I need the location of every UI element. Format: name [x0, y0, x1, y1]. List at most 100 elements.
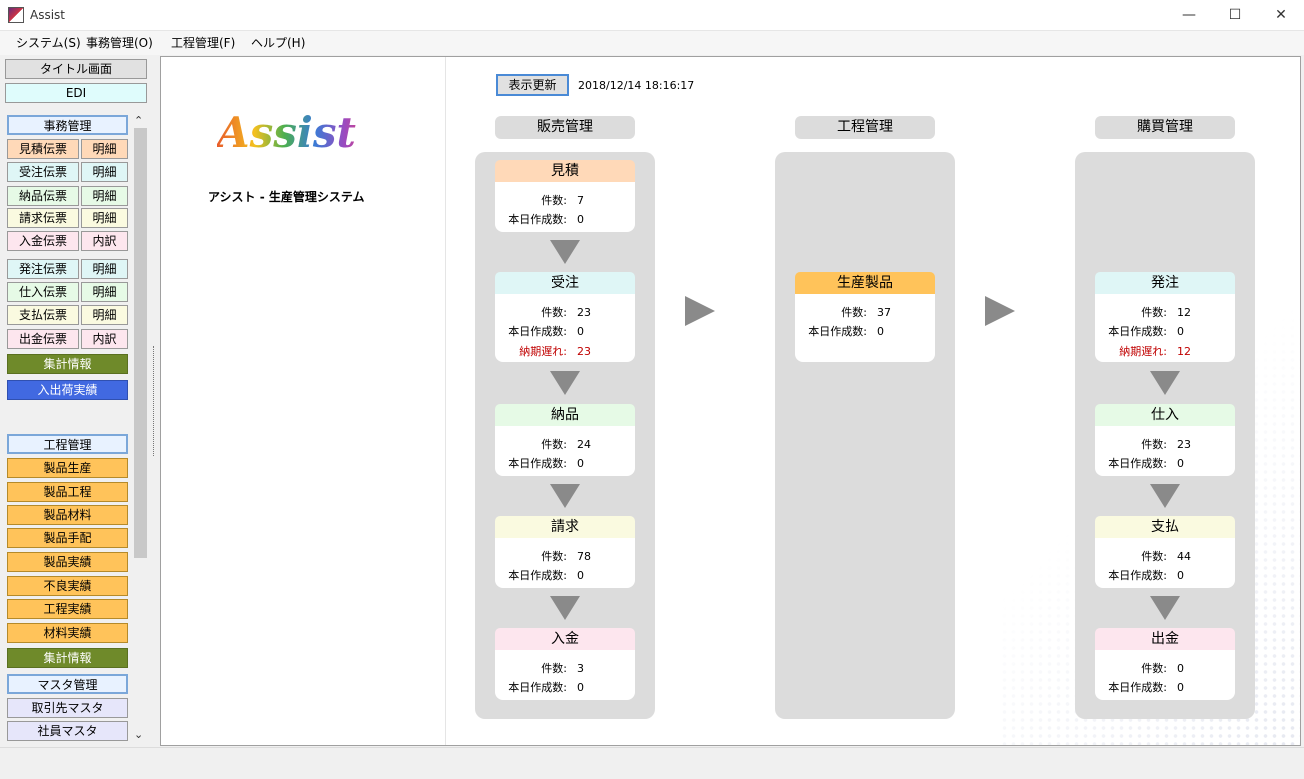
- order-slip-button[interactable]: 受注伝票: [7, 162, 79, 182]
- count-label: 件数:: [841, 306, 867, 319]
- splitter-handle[interactable]: [150, 56, 158, 746]
- order-today: 0: [577, 325, 584, 338]
- order-card-title[interactable]: 受注: [495, 272, 635, 294]
- title-bar: [0, 0, 1304, 31]
- employee-master-button[interactable]: 社員マスタ: [7, 721, 128, 741]
- maximize-button[interactable]: ☐: [1228, 7, 1242, 23]
- panel-divider: [445, 57, 446, 745]
- receipt-card-title[interactable]: 入金: [495, 628, 635, 650]
- inout-results-button[interactable]: 入出荷実績: [7, 380, 128, 400]
- stocking-count: 23: [1177, 438, 1191, 451]
- stocking-slip-button[interactable]: 仕入伝票: [7, 282, 79, 302]
- disbursement-slip-button[interactable]: 出金伝票: [7, 329, 79, 349]
- receipt-breakdown-button[interactable]: 内訳: [81, 231, 128, 251]
- left-scrollbar-thumb[interactable]: [134, 128, 147, 558]
- late-label: 納期遅れ:: [519, 345, 567, 358]
- estimate-card-title[interactable]: 見積: [495, 160, 635, 182]
- process-header[interactable]: 工程管理: [7, 434, 128, 454]
- scroll-down-icon[interactable]: ⌄: [134, 728, 144, 741]
- order-detail-button[interactable]: 明細: [81, 162, 128, 182]
- title-screen-button[interactable]: タイトル画面: [5, 59, 147, 79]
- delivery-detail-button[interactable]: 明細: [81, 186, 128, 206]
- today-label: 本日作成数:: [508, 325, 567, 338]
- payment-card-title[interactable]: 支払: [1095, 516, 1235, 538]
- invoice-card-title[interactable]: 請求: [495, 516, 635, 538]
- delivery-slip-button[interactable]: 納品伝票: [7, 186, 79, 206]
- purchase-order-late: 12: [1177, 345, 1191, 358]
- estimate-slip-button[interactable]: 見積伝票: [7, 139, 79, 159]
- production-today: 0: [877, 325, 884, 338]
- menu-bar: [0, 31, 1304, 55]
- flow-arrow-right-icon: [985, 296, 1015, 326]
- receipt-card[interactable]: 件数: 3 本日作成数: 0: [495, 650, 635, 700]
- production-card[interactable]: 件数: 37 本日作成数: 0: [795, 294, 935, 362]
- invoice-today: 0: [577, 569, 584, 582]
- menu-help[interactable]: ヘルプ(H): [251, 36, 306, 50]
- app-icon: [8, 7, 24, 23]
- estimate-today: 0: [577, 213, 584, 226]
- stocking-card-title[interactable]: 仕入: [1095, 404, 1235, 426]
- minimize-button[interactable]: —: [1182, 7, 1196, 23]
- master-header[interactable]: マスタ管理: [7, 674, 128, 694]
- disbursement-count: 0: [1177, 662, 1184, 675]
- defect-results-button[interactable]: 不良実績: [7, 576, 128, 596]
- estimate-card[interactable]: 件数:7 本日作成数:0: [495, 182, 635, 232]
- payment-slip-button[interactable]: 支払伝票: [7, 305, 79, 325]
- invoice-detail-button[interactable]: 明細: [81, 208, 128, 228]
- stocking-card[interactable]: 件数:23 本日作成数:0: [1095, 426, 1235, 476]
- close-button[interactable]: ✕: [1275, 7, 1287, 23]
- customer-master-button[interactable]: 取引先マスタ: [7, 698, 128, 718]
- purchase-order-detail-button[interactable]: 明細: [81, 259, 128, 279]
- today-label: 本日作成数:: [508, 681, 567, 694]
- summary-info-button[interactable]: 集計情報: [7, 354, 128, 374]
- office-header[interactable]: 事務管理: [7, 115, 128, 135]
- today-label: 本日作成数:: [1108, 569, 1167, 582]
- app-subtitle: アシスト - 生産管理システム: [208, 190, 365, 204]
- today-label: 本日作成数:: [508, 457, 567, 470]
- count-label: 件数:: [541, 438, 567, 451]
- product-material-button[interactable]: 製品材料: [7, 505, 128, 525]
- receipt-slip-button[interactable]: 入金伝票: [7, 231, 79, 251]
- menu-system[interactable]: システム(S): [16, 36, 81, 50]
- purchase-order-slip-button[interactable]: 発注伝票: [7, 259, 79, 279]
- material-results-button[interactable]: 材料実績: [7, 623, 128, 643]
- refresh-button[interactable]: 表示更新: [496, 74, 569, 96]
- assist-logo: Assist: [217, 105, 367, 165]
- invoice-card[interactable]: 件数:78 本日作成数:0: [495, 538, 635, 588]
- count-label: 件数:: [541, 662, 567, 675]
- stocking-detail-button[interactable]: 明細: [81, 282, 128, 302]
- edi-button[interactable]: EDI: [5, 83, 147, 103]
- production-count: 37: [877, 306, 891, 319]
- product-arrangement-button[interactable]: 製品手配: [7, 528, 128, 548]
- payment-detail-button[interactable]: 明細: [81, 305, 128, 325]
- order-card[interactable]: 件数:23 本日作成数:0 納期遅れ:23: [495, 294, 635, 362]
- disbursement-card-title[interactable]: 出金: [1095, 628, 1235, 650]
- delivery-card[interactable]: 件数:24 本日作成数:0: [495, 426, 635, 476]
- process-results-button[interactable]: 工程実績: [7, 599, 128, 619]
- product-production-button[interactable]: 製品生産: [7, 458, 128, 478]
- receipt-count: 3: [577, 662, 584, 675]
- delivery-card-title[interactable]: 納品: [495, 404, 635, 426]
- estimate-detail-button[interactable]: 明細: [81, 139, 128, 159]
- flow-arrow-down-icon: [1150, 484, 1180, 508]
- purchase-order-card[interactable]: 件数:12 本日作成数:0 納期遅れ:12: [1095, 294, 1235, 362]
- scroll-up-icon[interactable]: ⌃: [134, 114, 144, 127]
- count-label: 件数:: [1141, 550, 1167, 563]
- flow-arrow-down-icon: [550, 240, 580, 264]
- menu-office[interactable]: 事務管理(O): [86, 36, 153, 50]
- status-bar: [0, 747, 1304, 779]
- order-count: 23: [577, 306, 591, 319]
- production-card-title[interactable]: 生産製品: [795, 272, 935, 294]
- summary-info-button-2[interactable]: 集計情報: [7, 648, 128, 668]
- late-label: 納期遅れ:: [1119, 345, 1167, 358]
- invoice-slip-button[interactable]: 請求伝票: [7, 208, 79, 228]
- product-results-button[interactable]: 製品実績: [7, 552, 128, 572]
- payment-card[interactable]: 件数:44 本日作成数:0: [1095, 538, 1235, 588]
- purchase-order-card-title[interactable]: 発注: [1095, 272, 1235, 294]
- receipt-today: 0: [577, 681, 584, 694]
- disbursement-card[interactable]: 件数:0 本日作成数:0: [1095, 650, 1235, 700]
- disbursement-breakdown-button[interactable]: 内訳: [81, 329, 128, 349]
- product-process-button[interactable]: 製品工程: [7, 482, 128, 502]
- menu-process[interactable]: 工程管理(F): [171, 36, 236, 50]
- today-label: 本日作成数:: [808, 325, 867, 338]
